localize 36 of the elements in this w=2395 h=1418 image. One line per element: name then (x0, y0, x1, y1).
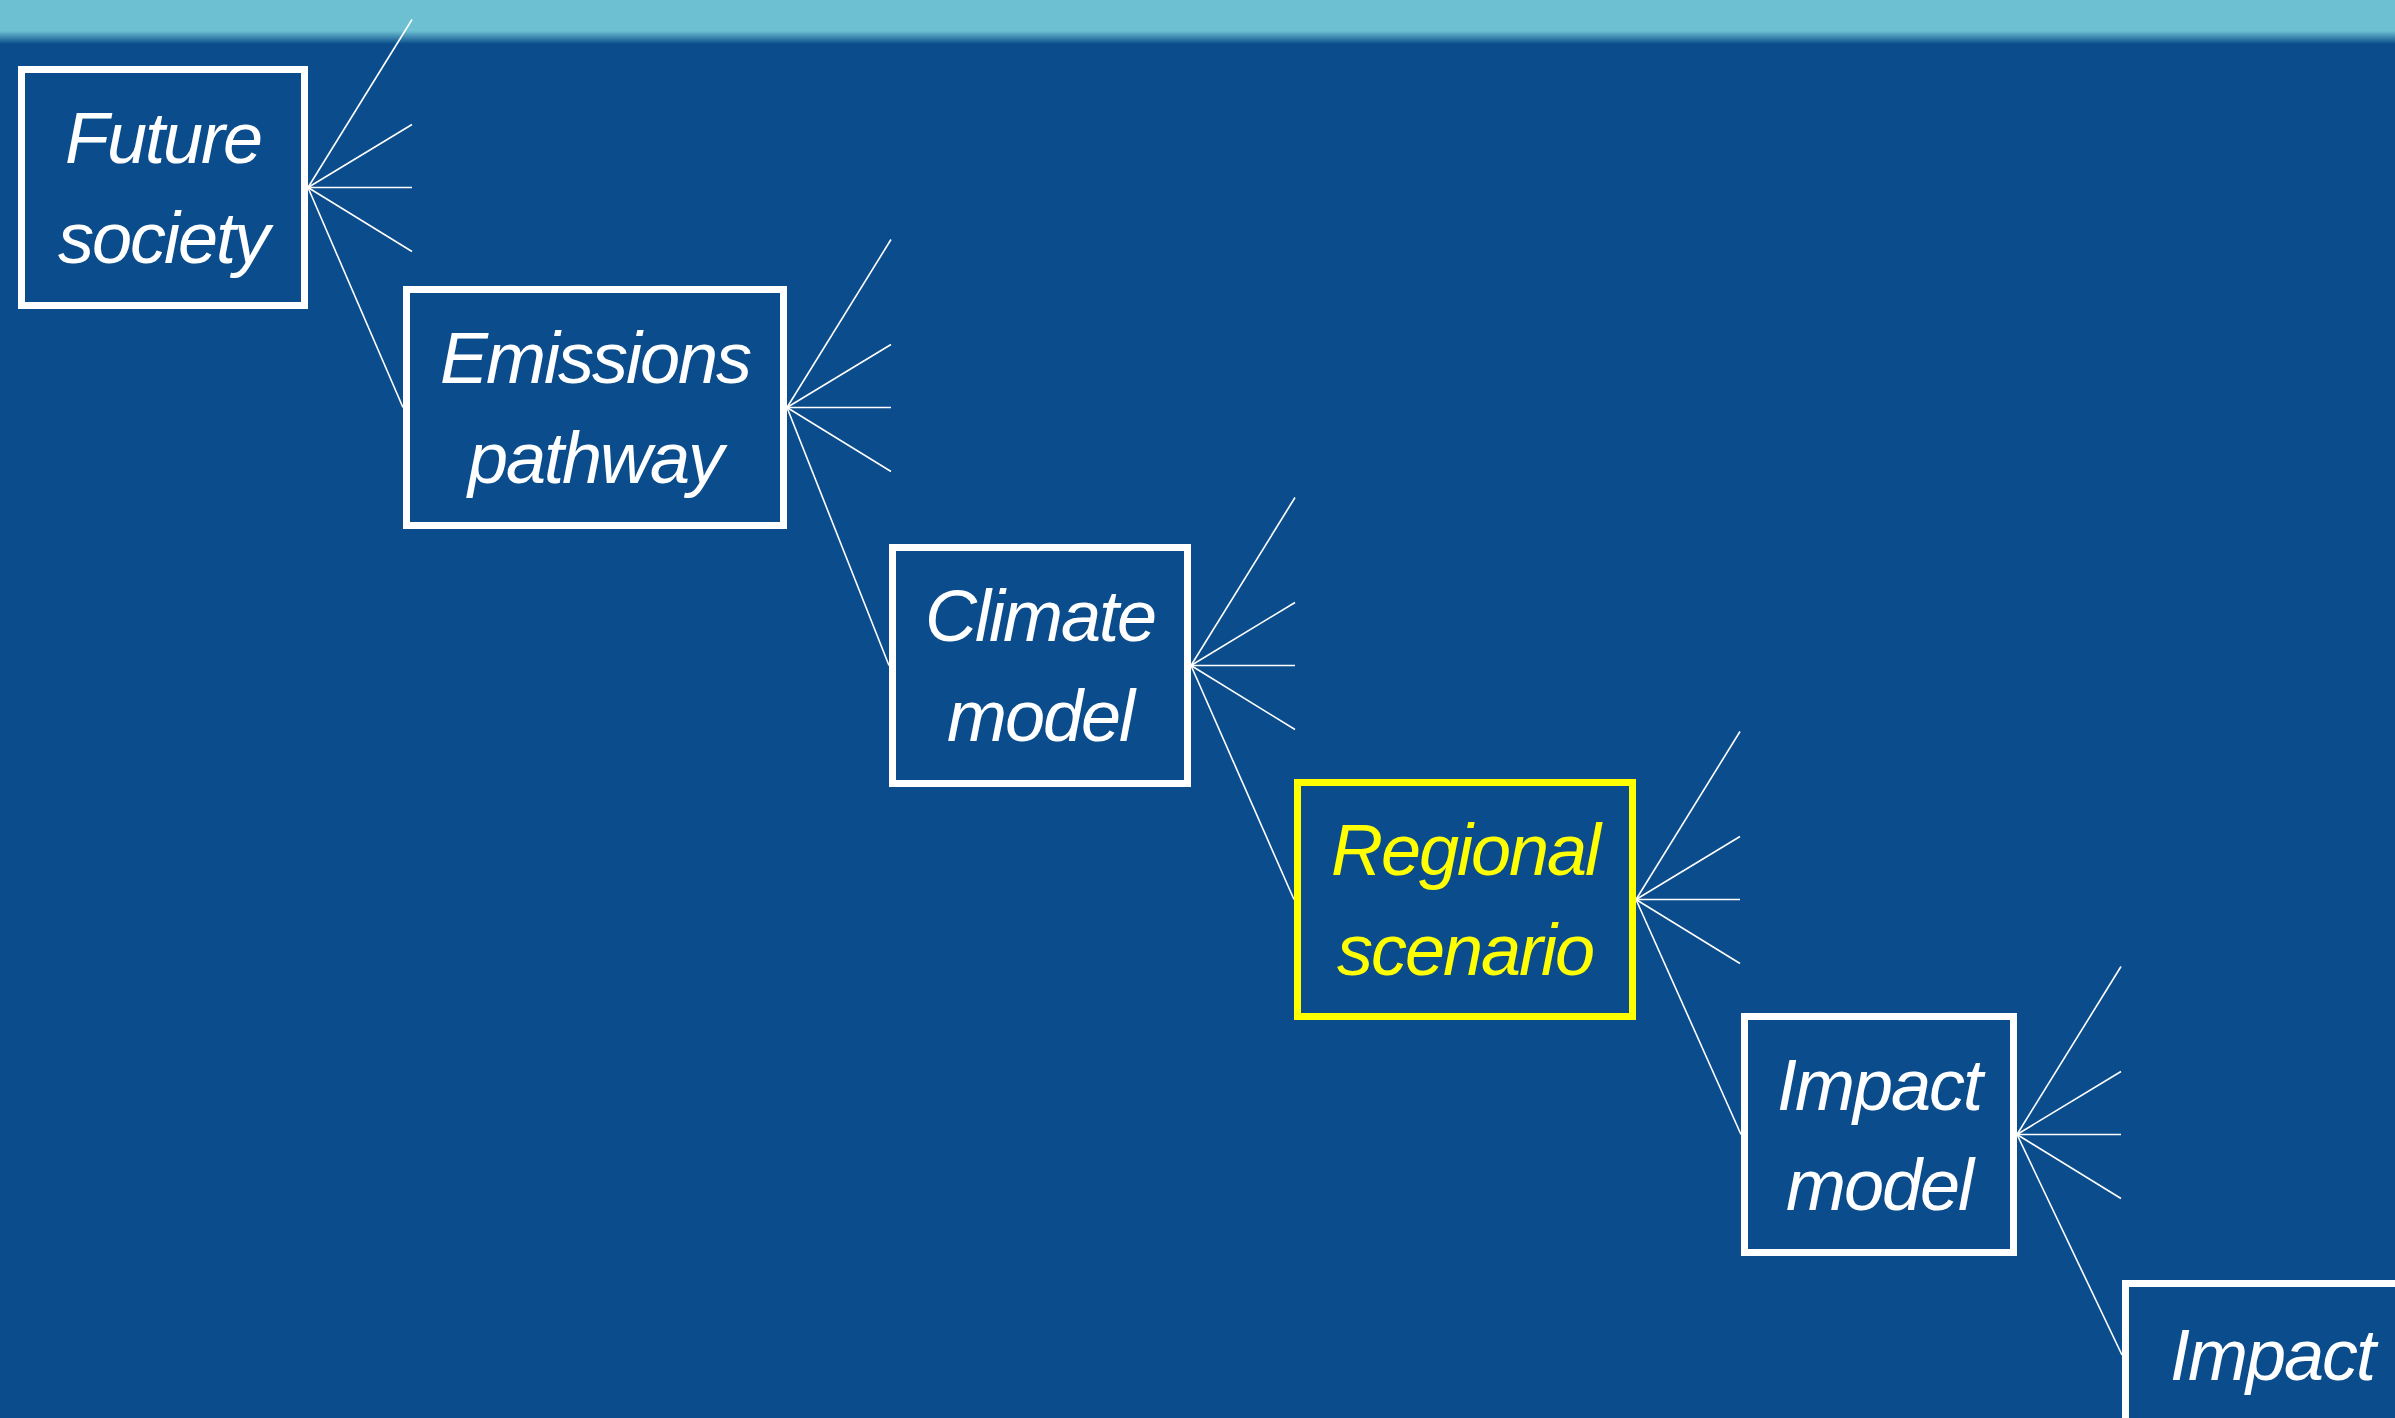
fan-line (1190, 601, 1296, 667)
fan-line (2016, 1133, 2122, 1200)
fan-line (2016, 1070, 2122, 1136)
connector-line (2016, 1133, 2123, 1356)
fan-line (786, 343, 892, 409)
fan-line (1190, 664, 1296, 731)
box-label: Regional scenario (1329, 808, 1603, 992)
fan-line (2016, 1133, 2122, 1136)
process-box (2122, 1280, 2395, 1418)
fan-line (307, 186, 413, 253)
process-box (18, 66, 308, 309)
fan-line (307, 123, 413, 189)
fan-line (1190, 496, 1296, 667)
fan-line (786, 406, 892, 473)
fan-line (307, 18, 413, 189)
box-label: Future society (25, 87, 301, 288)
fan-line (1635, 730, 1741, 901)
connector-line (307, 186, 404, 409)
fan-line (1635, 835, 1741, 901)
fan-line (1635, 898, 1741, 901)
process-box (1741, 1013, 2017, 1256)
fan-line (307, 186, 413, 189)
box-label: Impact model (1748, 1034, 2010, 1235)
connector-line (1635, 898, 1742, 1136)
fan-line (1190, 664, 1296, 667)
fan-line (786, 238, 892, 409)
process-box (1294, 779, 1636, 1020)
fan-line (786, 406, 892, 409)
fan-line (2016, 965, 2122, 1136)
box-label: Climate model (923, 574, 1157, 758)
process-box (889, 544, 1191, 787)
fan-line (1635, 898, 1741, 965)
box-label: Emissions pathway (438, 316, 752, 500)
connector-line (786, 406, 890, 667)
process-box (403, 286, 787, 529)
connector-line (1190, 664, 1295, 901)
